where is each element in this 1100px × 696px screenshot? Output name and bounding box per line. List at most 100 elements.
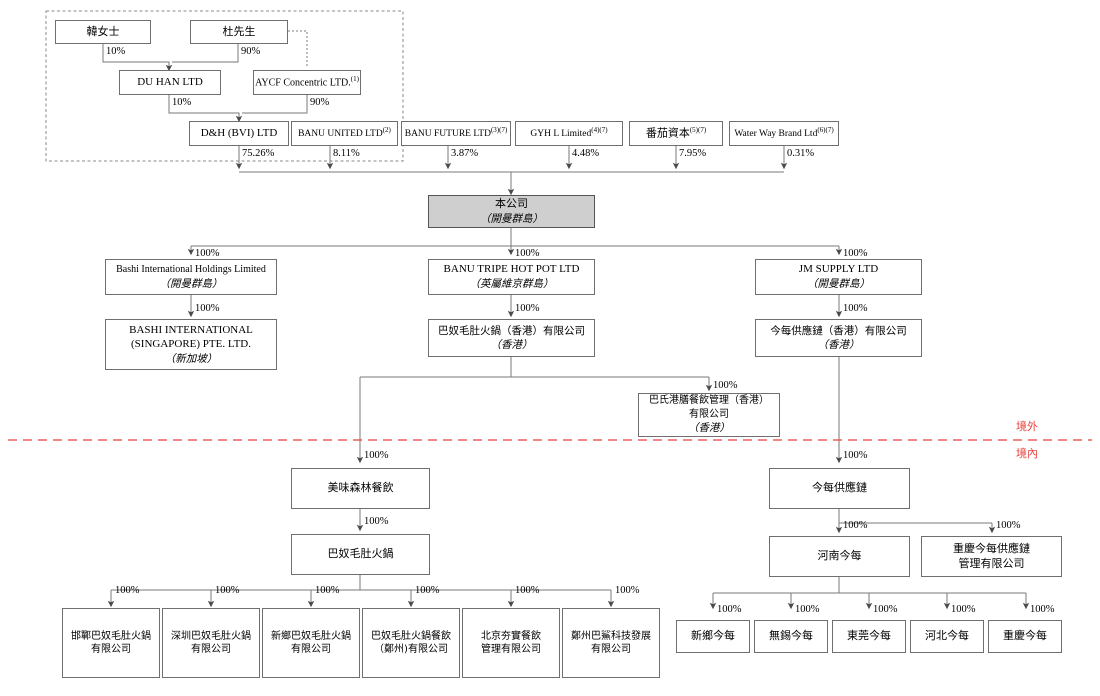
node-bashi-holdings[interactable]: Bashi International Holdings Limited （開曼… — [105, 259, 277, 295]
node-banu-sub-0-label-2: 有限公司 — [91, 644, 131, 655]
pct-du-to-duhan: 90% — [241, 46, 261, 57]
pct-chain-to-henan: 100% — [843, 520, 868, 531]
node-bashi-holdings-jurisdiction: （開曼群島） — [159, 277, 223, 290]
pct-aycf-to-dh: 90% — [310, 97, 330, 108]
node-banu-cn[interactable]: 巴奴毛肚火鍋 — [291, 534, 430, 575]
pct-company-to-bashi: 100% — [195, 248, 220, 259]
node-aycf[interactable]: AYCF Concentric LTD.(1) — [253, 70, 361, 95]
node-jinmei-sub-1[interactable]: 無錫今每 — [754, 620, 828, 653]
node-tomato-sup: (5)(7) — [689, 125, 707, 134]
pct-waterway-to-company: 0.31% — [787, 148, 815, 159]
pct-meiwei-to-banu-cn: 100% — [364, 516, 389, 527]
pct-han-to-duhan: 10% — [106, 46, 126, 57]
node-dh-bvi-label: D&H (BVI) LTD — [200, 127, 278, 140]
node-jinmei-sub-0-label: 新鄉今每 — [691, 629, 735, 643]
node-dh-bvi[interactable]: D&H (BVI) LTD — [189, 121, 289, 146]
pct-banu-sub-2: 100% — [315, 585, 340, 596]
node-banu-hk-jurisdiction: （香港） — [490, 339, 533, 351]
node-banu-sub-2-label-2: 有限公司 — [291, 644, 331, 655]
node-waterway-sup: (6)(7) — [817, 126, 834, 135]
node-jinmei-chain[interactable]: 今每供應鏈 — [769, 468, 910, 509]
pct-company-to-jm: 100% — [843, 248, 868, 259]
node-banu-sub-2-label-1: 新鄉巴奴毛肚火鍋 — [271, 630, 351, 642]
node-henan-jinmei-label: 河南今每 — [817, 549, 862, 563]
node-jinmei-sub-2[interactable]: 東莞今每 — [832, 620, 906, 653]
node-tomato-label: 番茄資本 — [645, 126, 690, 140]
node-aycf-sup: (1) — [350, 75, 359, 84]
node-meiwei[interactable]: 美味森林餐飲 — [291, 468, 430, 509]
node-du-label: 杜先生 — [222, 24, 256, 38]
node-bashi-gangsheng-label-2: 有限公司 — [689, 408, 729, 420]
node-banu-united[interactable]: BANU UNITED LTD(2) — [291, 121, 398, 146]
pct-gyh-to-company: 4.48% — [572, 148, 600, 159]
pct-jm-to-hk: 100% — [843, 303, 868, 314]
node-banu-sub-1-label-2: 有限公司 — [191, 644, 231, 655]
node-banu-sub-3-label-2: （鄭州)有限公司 — [374, 644, 448, 655]
node-banu-united-sup: (2) — [382, 126, 391, 135]
node-banu-sub-3[interactable]: 巴奴毛肚火鍋餐飲 （鄭州)有限公司 — [362, 608, 460, 678]
node-bashi-sg-label-2: (SINGAPORE) PTE. LTD. — [131, 338, 251, 351]
pct-hk-to-meiwei: 100% — [364, 450, 389, 461]
node-jinmei-hk-label: 今每供應鏈（香港）有限公司 — [770, 324, 907, 337]
node-jinmei-sub-3[interactable]: 河北今每 — [910, 620, 984, 653]
node-jinmei-sub-2-label: 東莞今每 — [847, 629, 891, 643]
node-banu-tripe-jurisdiction: （英屬維京群島） — [469, 278, 554, 291]
node-banu-tripe-label: BANU TRIPE HOT POT LTD — [443, 263, 580, 276]
pct-hk-to-gangsheng: 100% — [713, 380, 738, 391]
node-banu-sub-1[interactable]: 深圳巴奴毛肚火鍋 有限公司 — [162, 608, 260, 678]
node-bashi-gangsheng-label-1: 巴氏港膳餐飲管理（香港） — [649, 395, 769, 407]
pct-duhan-to-dh: 10% — [172, 97, 192, 108]
node-bashi-sg[interactable]: BASHI INTERNATIONAL (SINGAPORE) PTE. LTD… — [105, 319, 277, 370]
pct-banu-sub-4: 100% — [515, 585, 540, 596]
node-company-label: 本公司 — [495, 197, 528, 210]
node-jinmei-sub-4[interactable]: 重慶今每 — [988, 620, 1062, 653]
pct-banu-sub-1: 100% — [215, 585, 240, 596]
node-banu-sub-4-label-1: 北京夯實餐飲 — [481, 630, 541, 642]
node-han[interactable]: 韓女士 — [55, 20, 151, 44]
node-jinmei-chain-label: 今每供應鏈 — [812, 481, 867, 495]
node-company[interactable]: 本公司 （開曼群島） — [428, 195, 595, 228]
node-jinmei-hk[interactable]: 今每供應鏈（香港）有限公司 （香港） — [755, 319, 922, 357]
pct-dh-to-company: 75.26% — [242, 148, 275, 159]
pct-company-to-banu-tripe: 100% — [515, 248, 540, 259]
node-banu-sub-5-label-2: 有限公司 — [591, 644, 631, 655]
pct-jinmei-sub-2: 100% — [873, 604, 898, 615]
node-banu-cn-label: 巴奴毛肚火鍋 — [327, 547, 394, 561]
node-jm-supply-label: JM SUPPLY LTD — [798, 263, 879, 276]
pct-jinmei-sub-3: 100% — [951, 604, 976, 615]
node-banu-hk[interactable]: 巴奴毛肚火鍋（香港）有限公司 （香港） — [428, 319, 595, 357]
node-jm-supply[interactable]: JM SUPPLY LTD （開曼群島） — [755, 259, 922, 295]
node-jm-supply-jurisdiction: （開曼群島） — [807, 278, 870, 291]
pct-banu-future-to-company: 3.87% — [451, 148, 479, 159]
node-banu-sub-0[interactable]: 邯鄲巴奴毛肚火鍋 有限公司 — [62, 608, 160, 678]
node-banu-sub-5-label-1: 鄭州巴鯊科技發展 — [571, 630, 651, 642]
node-banu-sub-4[interactable]: 北京夯實餐飲 管理有限公司 — [462, 608, 560, 678]
node-banu-future-label: BANU FUTURE LTD — [404, 129, 491, 140]
pct-tomato-to-company: 7.95% — [679, 148, 707, 159]
node-banu-future[interactable]: BANU FUTURE LTD(3)(7) — [401, 121, 511, 146]
node-waterway[interactable]: Water Way Brand Ltd(6)(7) — [729, 121, 839, 146]
node-banu-sub-5[interactable]: 鄭州巴鯊科技發展 有限公司 — [562, 608, 660, 678]
node-tomato[interactable]: 番茄資本(5)(7) — [629, 121, 723, 146]
node-banu-tripe[interactable]: BANU TRIPE HOT POT LTD （英屬維京群島） — [428, 259, 595, 295]
node-bashi-sg-jurisdiction: （新加坡） — [164, 353, 218, 366]
node-jinmei-sub-0[interactable]: 新鄉今每 — [676, 620, 750, 653]
node-gyh-label: GYH L Limited — [530, 129, 592, 140]
node-henan-jinmei[interactable]: 河南今每 — [769, 536, 910, 577]
pct-banu-sub-0: 100% — [115, 585, 140, 596]
node-meiwei-label: 美味森林餐飲 — [327, 481, 394, 495]
pct-jinmei-sub-1: 100% — [795, 604, 820, 615]
node-gyh[interactable]: GYH L Limited(4)(7) — [515, 121, 623, 146]
node-bashi-gangsheng[interactable]: 巴氏港膳餐飲管理（香港） 有限公司 （香港） — [638, 393, 780, 437]
node-du[interactable]: 杜先生 — [190, 20, 288, 44]
node-jinmei-sub-3-label: 河北今每 — [925, 629, 969, 643]
node-du-han-ltd[interactable]: DU HAN LTD — [119, 70, 221, 95]
node-du-han-ltd-label: DU HAN LTD — [137, 76, 203, 89]
node-banu-sub-2[interactable]: 新鄉巴奴毛肚火鍋 有限公司 — [262, 608, 360, 678]
node-aycf-label: AYCF Concentric LTD. — [255, 77, 351, 89]
node-chongqing-jinmei-mgmt[interactable]: 重慶今每供應鏈 管理有限公司 — [921, 536, 1062, 577]
node-chongqing-jinmei-mgmt-label-2: 管理有限公司 — [958, 556, 1025, 570]
zone-label-offshore: 境外 — [1016, 420, 1038, 433]
node-banu-sub-3-label-1: 巴奴毛肚火鍋餐飲 — [371, 630, 451, 642]
